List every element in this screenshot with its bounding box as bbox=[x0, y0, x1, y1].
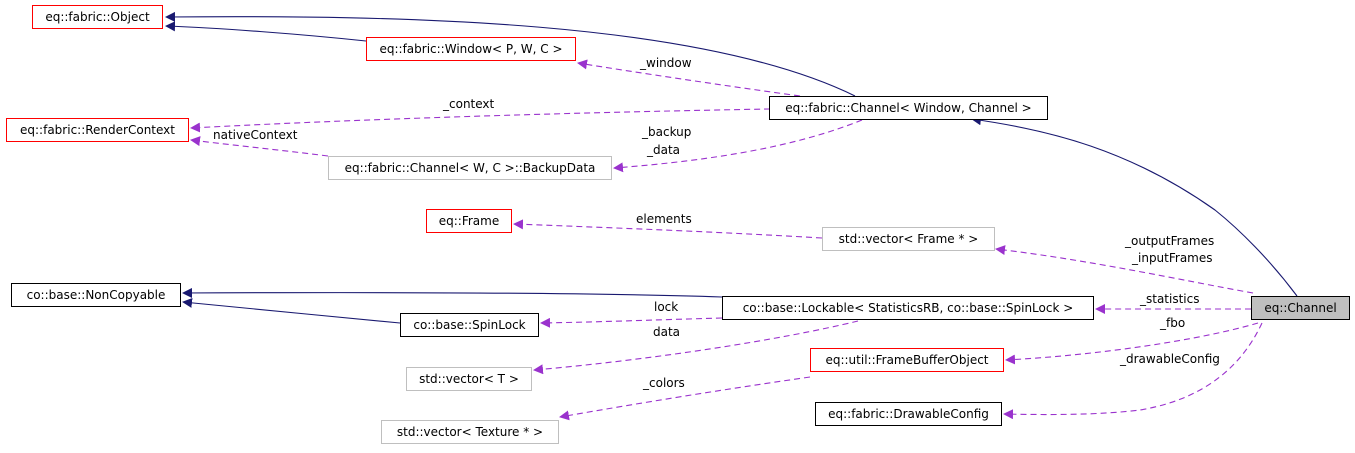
edge-fbo-member bbox=[1005, 322, 1259, 365]
node-fabric-window[interactable]: eq::fabric::Window< P, W, C > bbox=[366, 37, 576, 61]
label-statistics: _statistics bbox=[1140, 292, 1200, 306]
label-context: _context bbox=[443, 97, 495, 111]
node-channel[interactable]: eq::Channel bbox=[1251, 296, 1350, 320]
label-input-frames: _inputFrames bbox=[1132, 251, 1213, 265]
label-drawable-config: _drawableConfig bbox=[1120, 352, 1220, 366]
node-vector-t[interactable]: std::vector< T > bbox=[406, 367, 532, 391]
label-elements: elements bbox=[636, 212, 692, 226]
edge-backup-data-member bbox=[613, 119, 863, 173]
edge-fabric-channel-to-object bbox=[165, 11, 856, 97]
label-backup: _backup bbox=[642, 125, 692, 139]
edge-colors-member bbox=[559, 376, 811, 421]
label-data: data bbox=[653, 325, 681, 339]
edge-frames-member bbox=[995, 245, 1254, 294]
edge-window-member bbox=[577, 59, 801, 97]
node-frame-buffer-object[interactable]: eq::util::FrameBufferObject bbox=[810, 348, 1004, 372]
node-render-context[interactable]: eq::fabric::RenderContext bbox=[6, 118, 189, 142]
edge-lock-member bbox=[540, 317, 723, 328]
edge-spinlock-to-noncopyable bbox=[182, 297, 401, 324]
label-data-member: _data bbox=[647, 143, 681, 157]
label-output-frames: _outputFrames bbox=[1125, 234, 1215, 248]
label-fbo: _fbo bbox=[1160, 316, 1186, 330]
label-window: _window bbox=[640, 56, 692, 70]
edge-context-member bbox=[190, 108, 771, 133]
node-noncopyable[interactable]: co::base::NonCopyable bbox=[11, 283, 181, 307]
node-spinlock[interactable]: co::base::SpinLock bbox=[400, 313, 539, 337]
node-fabric-channel[interactable]: eq::fabric::Channel< Window, Channel > bbox=[769, 96, 1048, 120]
edge-drawable-config-member bbox=[1003, 322, 1263, 420]
edge-elements-member bbox=[513, 219, 823, 239]
node-fabric-object[interactable]: eq::fabric::Object bbox=[32, 5, 163, 29]
edge-channel-to-fabric-channel bbox=[971, 115, 1298, 297]
edge-data-member bbox=[533, 320, 859, 375]
node-backup-data[interactable]: eq::fabric::Channel< W, C >::BackupData bbox=[328, 156, 612, 180]
label-native-context: nativeContext bbox=[213, 128, 298, 142]
label-lock: lock bbox=[654, 300, 679, 314]
edge-native-context-member bbox=[190, 136, 329, 157]
label-colors: _colors bbox=[643, 376, 685, 390]
node-vector-texture[interactable]: std::vector< Texture * > bbox=[381, 420, 559, 444]
node-drawable-config[interactable]: eq::fabric::DrawableConfig bbox=[815, 402, 1002, 426]
node-frame[interactable]: eq::Frame bbox=[426, 209, 512, 233]
node-vector-frame[interactable]: std::vector< Frame * > bbox=[822, 227, 995, 251]
edge-lockable-to-noncopyable bbox=[182, 287, 723, 298]
edge-window-to-object bbox=[165, 21, 367, 42]
node-lockable[interactable]: co::base::Lockable< StatisticsRB, co::ba… bbox=[722, 296, 1094, 320]
